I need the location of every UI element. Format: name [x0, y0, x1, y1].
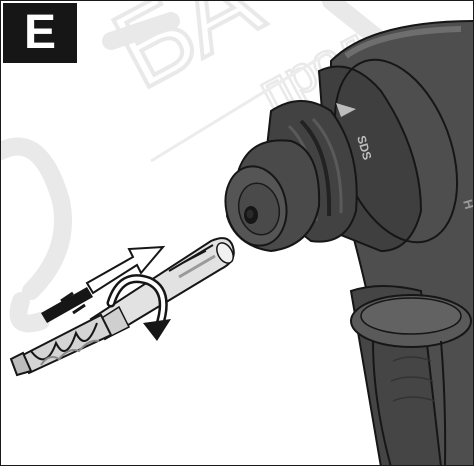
chuck-nose	[218, 140, 319, 251]
watermark-text-large: БА	[95, 1, 280, 112]
step-label-badge: E	[3, 3, 77, 63]
